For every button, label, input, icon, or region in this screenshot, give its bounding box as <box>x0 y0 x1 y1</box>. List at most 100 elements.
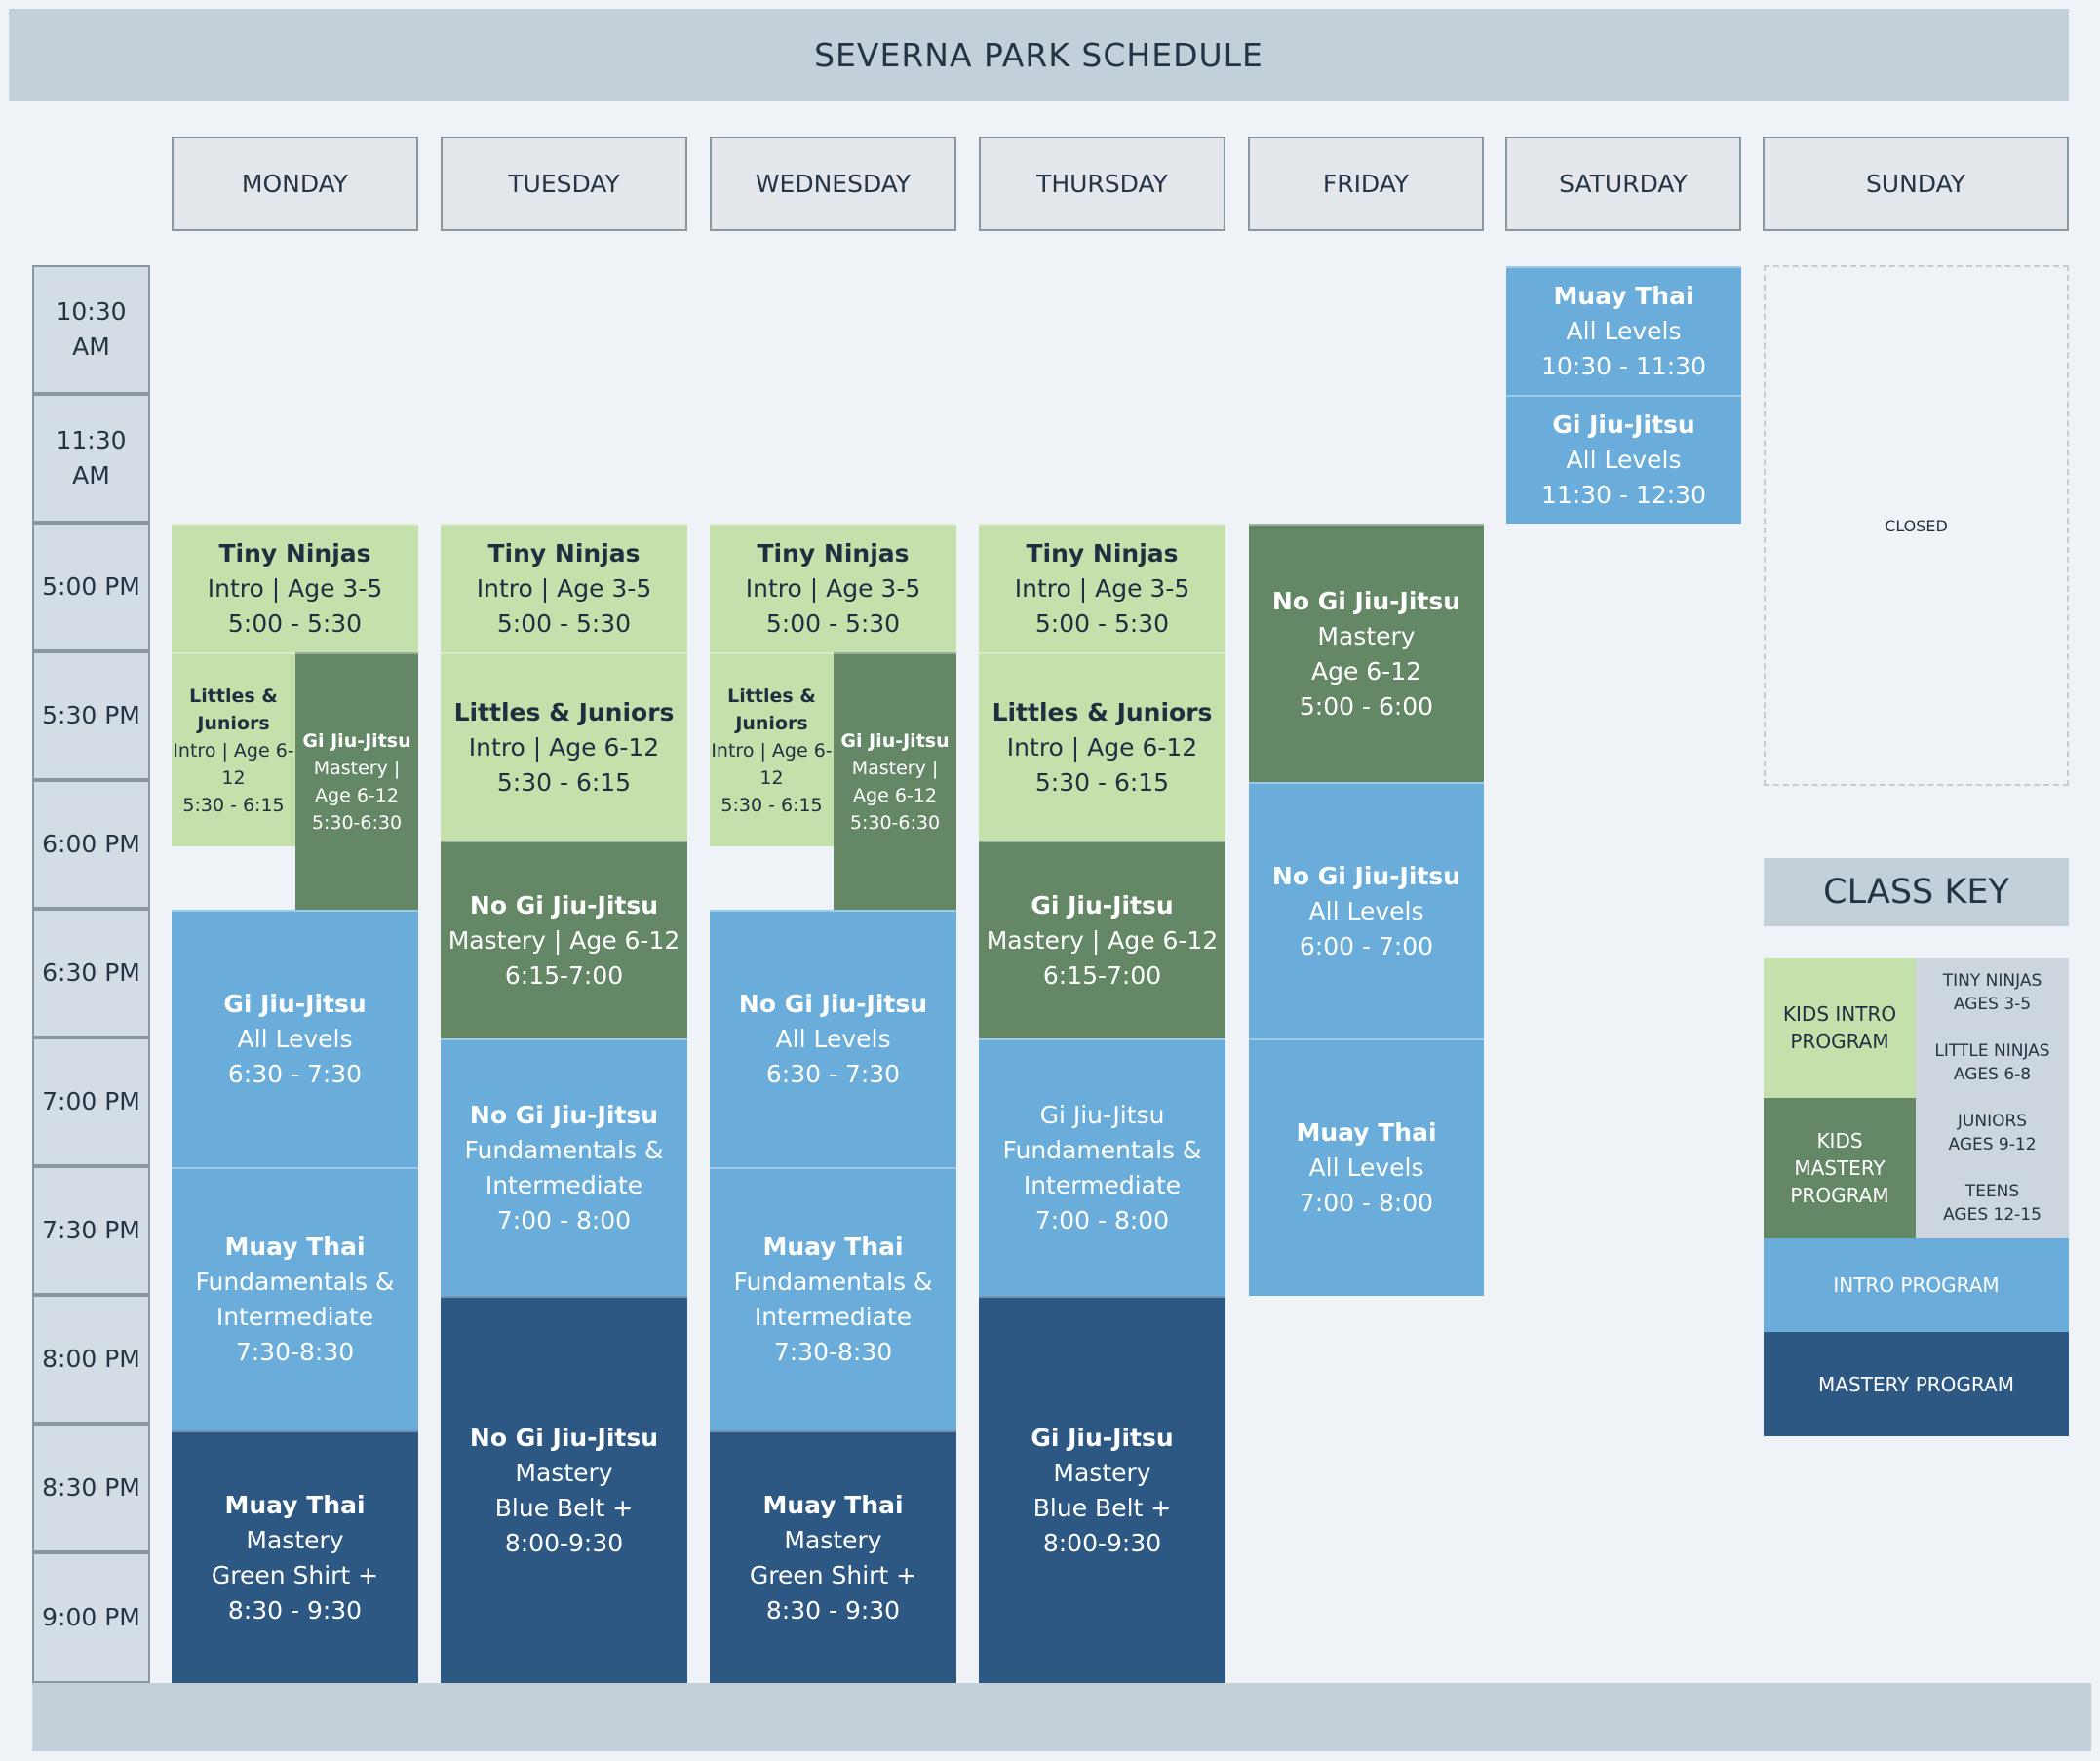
key-age-little-ninjas: LITTLE NINJAS AGES 6-8 <box>1916 1028 2069 1098</box>
class-block-wednesday-littles[interactable]: Littles & Juniors Intro | Age 6-12 5:30 … <box>710 652 834 846</box>
time-label: 5:00 PM <box>32 523 150 651</box>
class-title: Muay Thai <box>224 1490 366 1519</box>
key-intro-program: INTRO PROGRAM <box>1764 1238 2069 1332</box>
class-detail: Mastery | Age 6-12 <box>851 758 939 806</box>
class-detail: Mastery | Age 6-12 <box>313 758 401 806</box>
class-block-tuesday-nogi-mastery[interactable]: No Gi Jiu-Jitsu Mastery Blue Belt + 8:00… <box>441 1296 687 1683</box>
class-time: 7:00 - 8:00 <box>1299 1189 1434 1217</box>
time-label: 5:30 PM <box>32 651 150 780</box>
day-header-thursday: THURSDAY <box>979 137 1225 231</box>
class-time: 5:00 - 6:00 <box>1299 691 1434 721</box>
class-block-monday-tiny-ninjas[interactable]: Tiny Ninjas Intro | Age 3-5 5:00 - 5:30 <box>172 524 418 652</box>
class-detail: Intermediate <box>215 1303 374 1331</box>
class-block-monday-littles[interactable]: Littles & Juniors Intro | Age 6-12 5:30 … <box>172 652 295 846</box>
day-header-tuesday: TUESDAY <box>441 137 687 231</box>
class-detail: All Levels <box>1566 446 1682 474</box>
class-key-title: CLASS KEY <box>1764 858 2069 926</box>
class-detail: Intro | Age 6-12 <box>173 739 294 789</box>
class-title: Gi Jiu-Jitsu <box>840 730 950 752</box>
class-block-thursday-gi-mastery-kids[interactable]: Gi Jiu-Jitsu Mastery | Age 6-12 6:15-7:0… <box>979 841 1225 1038</box>
class-time: 5:00 - 5:30 <box>1034 609 1170 638</box>
class-block-friday-nogi-all-levels[interactable]: No Gi Jiu-Jitsu All Levels 6:00 - 7:00 <box>1249 782 1484 1038</box>
day-header-wednesday: WEDNESDAY <box>710 137 956 231</box>
class-title: Gi Jiu-Jitsu <box>1552 411 1695 439</box>
class-title: Tiny Ninjas <box>757 539 910 567</box>
class-detail: Mastery <box>1053 1458 1151 1487</box>
class-title: Gi Jiu-Jitsu <box>223 990 367 1018</box>
footer-bar <box>32 1683 2091 1751</box>
class-title: Littles & Juniors <box>992 697 1213 726</box>
class-block-thursday-littles[interactable]: Littles & Juniors Intro | Age 6-12 5:30 … <box>979 652 1225 841</box>
class-title: No Gi Jiu-Jitsu <box>469 1423 659 1452</box>
class-detail: Blue Belt + <box>1032 1493 1172 1522</box>
class-block-thursday-gi-fund[interactable]: Gi Jiu-Jitsu Fundamentals & Intermediate… <box>979 1038 1225 1296</box>
class-time: 7:30-8:30 <box>773 1338 893 1366</box>
class-time: 5:00 - 5:30 <box>227 609 363 638</box>
class-title: Muay Thai <box>1553 282 1694 310</box>
class-time: 6:15-7:00 <box>504 960 624 990</box>
class-detail: Intro | Age 6-12 <box>468 732 660 762</box>
class-detail: Mastery <box>246 1525 344 1554</box>
class-time: 6:15-7:00 <box>1042 960 1162 990</box>
class-detail: All Levels <box>1308 896 1424 925</box>
page-title: SEVERNA PARK SCHEDULE <box>9 9 2069 101</box>
class-block-saturday-gi-jiu-jitsu[interactable]: Gi Jiu-Jitsu All Levels 11:30 - 12:30 <box>1506 395 1741 524</box>
class-title: Littles & Juniors <box>453 697 675 726</box>
class-block-tuesday-littles[interactable]: Littles & Juniors Intro | Age 6-12 5:30 … <box>441 652 687 841</box>
class-time: 7:00 - 8:00 <box>1034 1206 1170 1234</box>
class-detail: All Levels <box>237 1025 353 1053</box>
class-title: Tiny Ninjas <box>1026 539 1179 567</box>
sunday-closed-area: CLOSED <box>1764 265 2069 786</box>
class-block-wednesday-muay-fund[interactable]: Muay Thai Fundamentals & Intermediate 7:… <box>710 1167 956 1430</box>
class-block-wednesday-gi-mastery[interactable]: Gi Jiu-Jitsu Mastery | Age 6-12 5:30-6:3… <box>834 652 956 910</box>
class-detail: Blue Belt + <box>494 1493 634 1522</box>
day-header-saturday: SATURDAY <box>1505 137 1741 231</box>
class-detail: Fundamentals & <box>733 1268 933 1296</box>
class-detail: Green Shirt + <box>749 1560 917 1589</box>
class-block-thursday-tiny-ninjas[interactable]: Tiny Ninjas Intro | Age 3-5 5:00 - 5:30 <box>979 524 1225 652</box>
class-title: Muay Thai <box>1296 1118 1437 1147</box>
class-block-tuesday-nogi-mastery-kids[interactable]: No Gi Jiu-Jitsu Mastery | Age 6-12 6:15-… <box>441 841 687 1038</box>
class-block-monday-muay-mastery[interactable]: Muay Thai Mastery Green Shirt + 8:30 - 9… <box>172 1430 418 1683</box>
day-header-sunday: SUNDAY <box>1763 137 2069 231</box>
key-age-teens: TEENS AGES 12-15 <box>1916 1168 2069 1238</box>
key-age-tiny-ninjas: TINY NINJAS AGES 3-5 <box>1916 958 2069 1028</box>
class-title: Muay Thai <box>762 1490 904 1519</box>
class-detail: Mastery | Age 6-12 <box>986 925 1219 955</box>
time-label: 8:30 PM <box>32 1424 150 1552</box>
class-block-monday-muay-fund[interactable]: Muay Thai Fundamentals & Intermediate 7:… <box>172 1167 418 1430</box>
class-time: 7:30-8:30 <box>235 1338 355 1366</box>
class-time: 6:00 - 7:00 <box>1299 931 1434 960</box>
class-detail: Intro | Age 6-12 <box>1006 732 1198 762</box>
class-block-friday-nogi-mastery[interactable]: No Gi Jiu-Jitsu Mastery Age 6-12 5:00 - … <box>1249 524 1484 782</box>
class-title: Littles & Juniors <box>189 685 278 734</box>
class-block-thursday-gi-mastery[interactable]: Gi Jiu-Jitsu Mastery Blue Belt + 8:00-9:… <box>979 1296 1225 1683</box>
class-title: No Gi Jiu-Jitsu <box>469 890 659 920</box>
time-label: 6:30 PM <box>32 909 150 1037</box>
class-time: 5:30 - 6:15 <box>496 767 632 797</box>
key-age-juniors: JUNIORS AGES 9-12 <box>1916 1098 2069 1168</box>
class-detail: All Levels <box>1566 317 1682 345</box>
class-title: Tiny Ninjas <box>487 539 641 567</box>
class-title: No Gi Jiu-Jitsu <box>469 1101 659 1129</box>
class-block-monday-gi-mastery[interactable]: Gi Jiu-Jitsu Mastery | Age 6-12 5:30-6:3… <box>295 652 418 910</box>
class-block-monday-gi-all-levels[interactable]: Gi Jiu-Jitsu All Levels 6:30 - 7:30 <box>172 910 418 1167</box>
key-mastery-program: MASTERY PROGRAM <box>1764 1332 2069 1436</box>
class-block-wednesday-nogi-all-levels[interactable]: No Gi Jiu-Jitsu All Levels 6:30 - 7:30 <box>710 910 956 1167</box>
class-detail: Fundamentals & <box>464 1136 664 1164</box>
class-detail: Mastery <box>1317 621 1416 650</box>
class-block-saturday-muay-thai[interactable]: Muay Thai All Levels 10:30 - 11:30 <box>1506 266 1741 395</box>
class-block-friday-muay-thai[interactable]: Muay Thai All Levels 7:00 - 8:00 <box>1249 1038 1484 1296</box>
class-time: 10:30 - 11:30 <box>1540 352 1706 380</box>
class-time: 8:30 - 9:30 <box>765 1595 901 1624</box>
class-time: 5:00 - 5:30 <box>496 609 632 638</box>
class-block-wednesday-muay-mastery[interactable]: Muay Thai Mastery Green Shirt + 8:30 - 9… <box>710 1430 956 1683</box>
class-title: Tiny Ninjas <box>218 539 371 567</box>
class-title: Littles & Juniors <box>727 685 816 734</box>
class-detail: All Levels <box>1308 1154 1424 1182</box>
class-block-tuesday-nogi-fund[interactable]: No Gi Jiu-Jitsu Fundamentals & Intermedi… <box>441 1038 687 1296</box>
class-title: Gi Jiu-Jitsu <box>1031 890 1174 920</box>
class-detail: Fundamentals & <box>1002 1136 1202 1164</box>
class-block-wednesday-tiny-ninjas[interactable]: Tiny Ninjas Intro | Age 3-5 5:00 - 5:30 <box>710 524 956 652</box>
class-block-tuesday-tiny-ninjas[interactable]: Tiny Ninjas Intro | Age 3-5 5:00 - 5:30 <box>441 524 687 652</box>
